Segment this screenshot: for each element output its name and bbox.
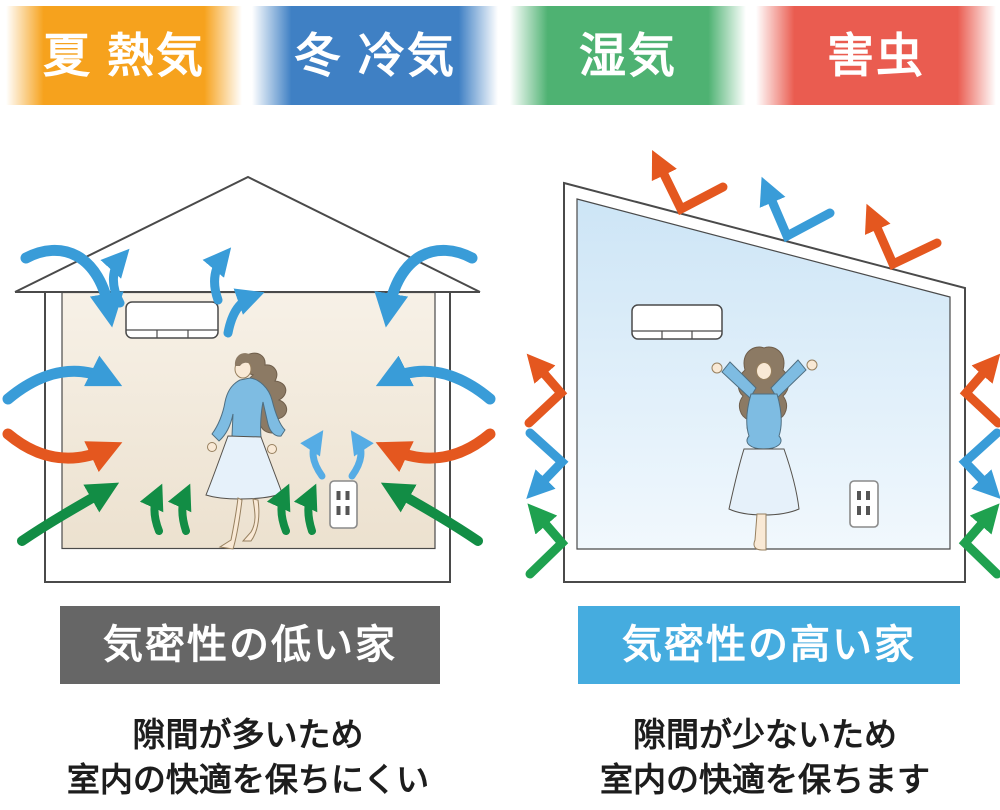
woman-walking: [205, 352, 288, 550]
deflected-arrow-blue: [958, 428, 1000, 500]
left-house-roof: [14, 175, 481, 293]
deflected-arrow-green: [958, 503, 1000, 579]
left-house: [2, 175, 496, 583]
cold-air-arrows: [2, 244, 496, 405]
heat-arrow: [2, 428, 123, 473]
cold-air-arrow: [375, 355, 496, 405]
air-conditioner: [125, 301, 219, 339]
cold-air-arrow: [374, 244, 478, 328]
hand: [806, 359, 818, 371]
description-low-airtightness: 隙間が多いため 室内の快適を保ちにくい: [8, 712, 488, 802]
deflected-arrow-red: [864, 203, 942, 271]
deflected-arrow-green: [525, 503, 569, 579]
hair-fringe: [234, 353, 256, 367]
right-house: [524, 149, 1000, 583]
humidity-arrow: [380, 482, 483, 546]
outlet-slot: [345, 491, 350, 500]
arm-raised: [770, 359, 807, 399]
skirt: [728, 448, 800, 516]
leg: [241, 498, 260, 542]
outlet-slot: [866, 491, 870, 500]
leg: [753, 513, 767, 551]
outlet-slot: [857, 506, 861, 515]
outlet-slot: [866, 506, 870, 515]
blouse: [746, 393, 782, 450]
deflected-arrow-blue: [525, 428, 569, 500]
arm-raised: [721, 361, 757, 399]
face: [756, 362, 772, 380]
badge-pests: 害虫: [756, 6, 996, 105]
deflected-arrow-blue: [759, 176, 835, 243]
humidity-arrow: [266, 483, 291, 535]
cold-air-arrow: [20, 244, 124, 328]
wall-outlet: [849, 480, 879, 528]
cold-air-arrow: [202, 247, 232, 305]
hand: [267, 444, 277, 454]
outlet-slot: [857, 491, 861, 500]
outlet-slot: [336, 506, 341, 515]
badge-winter-cold: 冬 冷気: [252, 6, 498, 105]
heat-arrow: [375, 428, 496, 473]
description-line: 室内の快適を保ちます: [600, 761, 930, 798]
description-high-airtightness: 隙間が少ないため 室内の快適を保ちます: [525, 712, 1000, 802]
deflected-arrow-red: [651, 149, 728, 216]
cold-air-arrow: [223, 288, 265, 338]
air-conditioner: [631, 304, 723, 340]
humidity-arrow: [293, 483, 318, 535]
badge-humidity: 湿気: [510, 6, 746, 105]
description-line: 隙間が多いため: [132, 716, 364, 753]
ac-body: [631, 304, 723, 340]
heat-arrows: [2, 428, 496, 473]
woman-celebrating: [711, 346, 818, 551]
outlet-plate: [329, 480, 358, 529]
caption-high-airtightness: 気密性の高い家: [578, 606, 960, 684]
caption-low-airtightness: 気密性の低い家: [60, 606, 440, 684]
skirt: [205, 435, 283, 500]
draft-arrow: [348, 430, 374, 480]
hand: [207, 442, 217, 452]
draft-arrow: [300, 430, 326, 480]
outlet-slot: [345, 506, 350, 515]
outlet-slot: [336, 491, 341, 500]
deflected-pest-arrows: [524, 149, 1000, 428]
description-line: 室内の快適を保ちにくい: [66, 761, 430, 798]
humidity-arrow: [167, 483, 192, 535]
outlet-plate: [849, 480, 879, 528]
wall-outlet: [329, 480, 358, 529]
humidity-arrow: [17, 482, 120, 546]
leg: [218, 497, 243, 550]
hand: [711, 362, 723, 374]
description-line: 隙間が少ないため: [633, 716, 897, 753]
humidity-arrows: [17, 482, 483, 546]
deflected-humidity-arrows: [525, 503, 1000, 579]
cold-air-arrow: [100, 248, 130, 308]
deflected-arrow-red: [524, 353, 568, 428]
cold-air-arrow: [2, 355, 123, 405]
humidity-arrow: [139, 483, 164, 535]
ac-body: [125, 301, 219, 339]
badge-summer-heat: 夏 熱気: [6, 6, 242, 105]
deflected-cold-arrows: [525, 176, 1000, 500]
deflected-arrow-red: [959, 353, 1000, 428]
outlet-draft-arrows: [300, 430, 374, 480]
